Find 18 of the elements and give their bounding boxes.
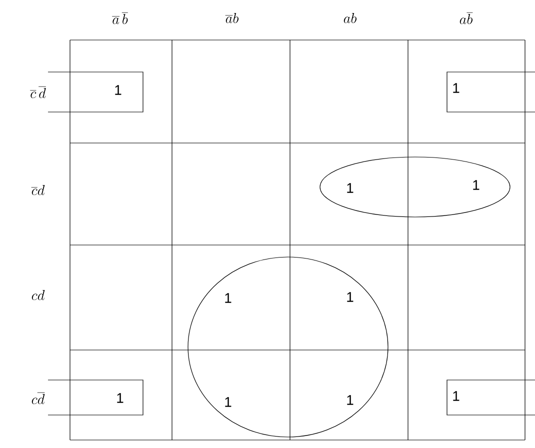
cell-value: 1 (347, 395, 354, 405)
cell-value: 1 (347, 183, 354, 193)
cell-value: 1 (115, 85, 122, 95)
cell-value: 1 (347, 292, 354, 302)
header-label: $\overline{a}b$ (225, 13, 238, 24)
header-label: $cd$ (32, 290, 45, 300)
cell-value: 1 (117, 393, 124, 403)
header-label: $a\overline{b}$ (460, 12, 473, 24)
header-label: $c\overline{d}$ (32, 392, 45, 404)
cell-value: 1 (473, 180, 480, 190)
cell-value: 1 (225, 293, 232, 303)
cell-value: 1 (453, 391, 460, 401)
cell-value: 1 (225, 397, 232, 407)
header-label: $\overline{a}\,\overline{b}$ (112, 12, 128, 24)
header-label: $ab$ (344, 13, 356, 24)
cell-value: 1 (453, 83, 460, 93)
header-label: $\overline{c}d$ (31, 185, 45, 196)
header-label: $\overline{c}\,\overline{d}$ (30, 86, 46, 98)
